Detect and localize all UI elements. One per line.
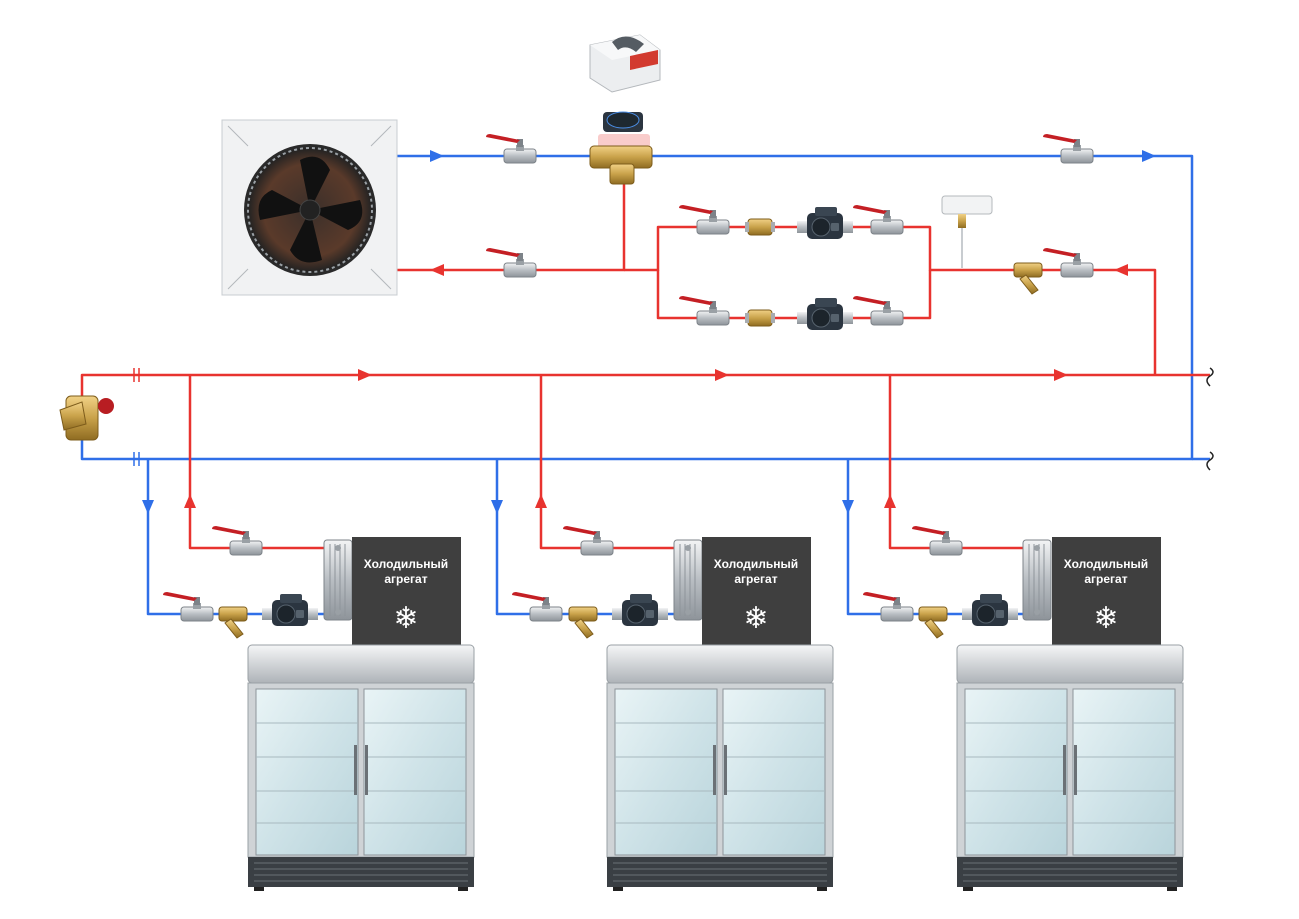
branch-1-supply [188, 375, 330, 550]
ball-valve-icon [911, 525, 963, 556]
y-strainer-icon [568, 606, 598, 639]
pump-loop-lower [656, 270, 932, 320]
check-valve-icon [744, 218, 776, 236]
snowflake-icon: ❄ [393, 601, 418, 636]
y-strainer-icon [918, 606, 948, 639]
ball-valve-icon [678, 204, 730, 235]
branch-1-return [146, 459, 330, 616]
pipe-break-lower [1206, 451, 1214, 471]
unit-1-piping-components [162, 525, 353, 639]
ball-valve-icon [511, 591, 563, 622]
unit-label-line1: Холодильный [364, 557, 448, 571]
plate-heat-exchanger-icon [323, 539, 353, 621]
branch-2-return [495, 459, 682, 616]
unit-label-line2: агрегат [734, 572, 777, 586]
unit-label-line2: агрегат [1084, 572, 1127, 586]
circulation-pump-icon [796, 297, 854, 331]
unit-label-line1: Холодильный [1064, 557, 1148, 571]
unit-label-line2: агрегат [384, 572, 427, 586]
flow-arrow [715, 369, 729, 381]
ball-valve-icon [162, 591, 214, 622]
flow-switch-icon [941, 195, 993, 268]
ball-valve-icon [1042, 247, 1094, 278]
check-valve-icon [744, 309, 776, 327]
branch-2-supply [539, 375, 682, 550]
snowflake-icon: ❄ [1093, 601, 1118, 636]
supply-main [80, 373, 1210, 396]
dry-cooler-fan-icon [221, 119, 398, 296]
ball-valve-icon [678, 295, 730, 326]
circulation-pump-icon [961, 593, 1019, 627]
y-strainer-icon [218, 606, 248, 639]
display-fridge-icon [606, 644, 834, 892]
branch-3-return [846, 459, 1030, 616]
circulation-pump-icon [796, 206, 854, 240]
flow-arrow [358, 369, 372, 381]
refrigeration-unit-2: Холодильный агрегат ❄ [702, 537, 811, 645]
ball-valve-icon [211, 525, 263, 556]
circulation-pump-icon [611, 593, 669, 627]
three-way-mixing-valve-icon [589, 111, 653, 185]
flow-arrow [491, 500, 503, 514]
ball-valve-icon [862, 591, 914, 622]
circulation-pump-icon [261, 593, 319, 627]
valve-actuator-icon [589, 34, 661, 93]
plate-heat-exchanger-icon [673, 539, 703, 621]
refrigeration-unit-3: Холодильный агрегат ❄ [1052, 537, 1161, 645]
display-fridge-icon [956, 644, 1184, 892]
flow-arrow [884, 494, 896, 508]
ball-valve-icon [562, 525, 614, 556]
ball-valve-icon [485, 247, 537, 278]
branch-3-supply [888, 375, 1030, 550]
flow-arrow [184, 494, 196, 508]
ball-valve-icon [852, 204, 904, 235]
ball-valve-icon [1042, 133, 1094, 164]
pipe-coupling-supply [133, 368, 140, 382]
flow-arrow [430, 150, 444, 162]
flow-arrow [1142, 150, 1156, 162]
flow-arrow [1054, 369, 1068, 381]
unit-label-line1: Холодильный [714, 557, 798, 571]
balancing-valve-icon [59, 395, 114, 441]
display-fridge-icon [247, 644, 475, 892]
refrigeration-unit-1: Холодильный агрегат ❄ [352, 537, 461, 645]
flow-arrow [535, 494, 547, 508]
y-strainer-icon [1013, 262, 1043, 295]
flow-arrow [430, 264, 444, 276]
flow-arrow [1114, 264, 1128, 276]
pipe-coupling-return [133, 452, 140, 466]
ball-valve-icon [852, 295, 904, 326]
pipe-break-upper [1206, 367, 1214, 387]
snowflake-icon: ❄ [743, 601, 768, 636]
flow-arrow [842, 500, 854, 514]
plate-heat-exchanger-icon [1022, 539, 1052, 621]
ball-valve-icon [485, 133, 537, 164]
flow-arrow [142, 500, 154, 514]
